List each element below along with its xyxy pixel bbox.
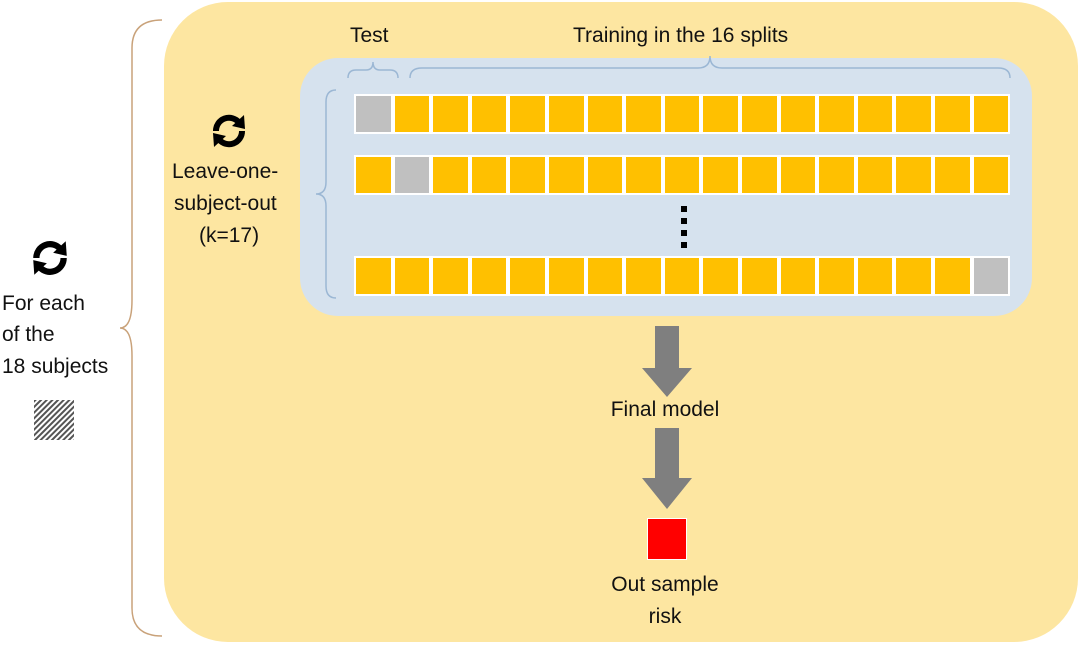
outer-label-line1: For each <box>2 292 85 315</box>
outer-brace <box>119 19 163 637</box>
train-cell <box>701 155 740 195</box>
train-cell <box>701 256 740 296</box>
hatched-square-icon <box>34 400 74 440</box>
loso-label-line1: Leave-one- <box>172 160 279 183</box>
train-cell <box>624 155 663 195</box>
loso-label-line3: (k=17) <box>199 224 260 247</box>
train-cell <box>508 256 547 296</box>
train-cell <box>431 94 470 134</box>
train-cell <box>778 155 818 195</box>
train-cell <box>894 94 933 134</box>
test-brace <box>347 61 399 79</box>
test-cell <box>971 256 1011 296</box>
train-cell <box>354 256 393 296</box>
train-cell <box>894 256 933 296</box>
train-cell <box>624 94 663 134</box>
final-model-label: Final model <box>610 398 720 421</box>
training-label: Training in the 16 splits <box>573 24 789 47</box>
risk-label-line1: Out sample <box>611 573 719 596</box>
train-cell <box>546 155 586 195</box>
train-cell <box>546 94 586 134</box>
test-label: Test <box>350 24 389 47</box>
split-row <box>354 94 1011 134</box>
test-cell <box>392 155 432 195</box>
train-cell <box>508 155 547 195</box>
train-cell <box>778 94 818 134</box>
split-row <box>354 155 1011 195</box>
train-cell <box>585 155 625 195</box>
train-cell <box>585 94 625 134</box>
split-brace <box>315 89 337 299</box>
down-arrow-icon <box>642 326 692 397</box>
train-cell <box>354 155 393 195</box>
refresh-icon <box>33 241 67 275</box>
train-cell <box>855 155 895 195</box>
train-cell <box>739 256 779 296</box>
train-cell <box>855 94 895 134</box>
train-cell <box>817 256 856 296</box>
train-cell <box>624 256 663 296</box>
train-cell <box>739 94 779 134</box>
train-cell <box>701 94 740 134</box>
train-cell <box>469 94 509 134</box>
train-cell <box>662 155 702 195</box>
train-cell <box>971 94 1011 134</box>
refresh-icon <box>212 114 246 148</box>
split-row <box>354 256 1011 296</box>
train-cell <box>431 155 470 195</box>
train-cell <box>739 155 779 195</box>
train-cell <box>662 256 702 296</box>
train-cell <box>431 256 470 296</box>
train-cell <box>932 256 972 296</box>
test-cell <box>354 94 393 134</box>
train-cell <box>508 94 547 134</box>
train-cell <box>971 155 1011 195</box>
down-arrow-icon <box>642 428 692 509</box>
vertical-ellipsis <box>681 206 687 248</box>
train-cell <box>392 94 432 134</box>
train-cell <box>469 256 509 296</box>
training-brace <box>409 55 1011 79</box>
train-cell <box>817 155 856 195</box>
outer-label-line2: of the <box>2 323 55 346</box>
loso-label-line2: subject-out <box>174 192 277 215</box>
outer-label-line3: 18 subjects <box>2 355 109 378</box>
train-cell <box>546 256 586 296</box>
train-cell <box>778 256 818 296</box>
red-square-icon <box>647 518 687 560</box>
train-cell <box>662 94 702 134</box>
train-cell <box>469 155 509 195</box>
train-cell <box>585 256 625 296</box>
train-cell <box>855 256 895 296</box>
train-cell <box>894 155 933 195</box>
train-cell <box>392 256 432 296</box>
train-cell <box>817 94 856 134</box>
train-cell <box>932 94 972 134</box>
risk-label-line2: risk <box>648 605 682 628</box>
train-cell <box>932 155 972 195</box>
